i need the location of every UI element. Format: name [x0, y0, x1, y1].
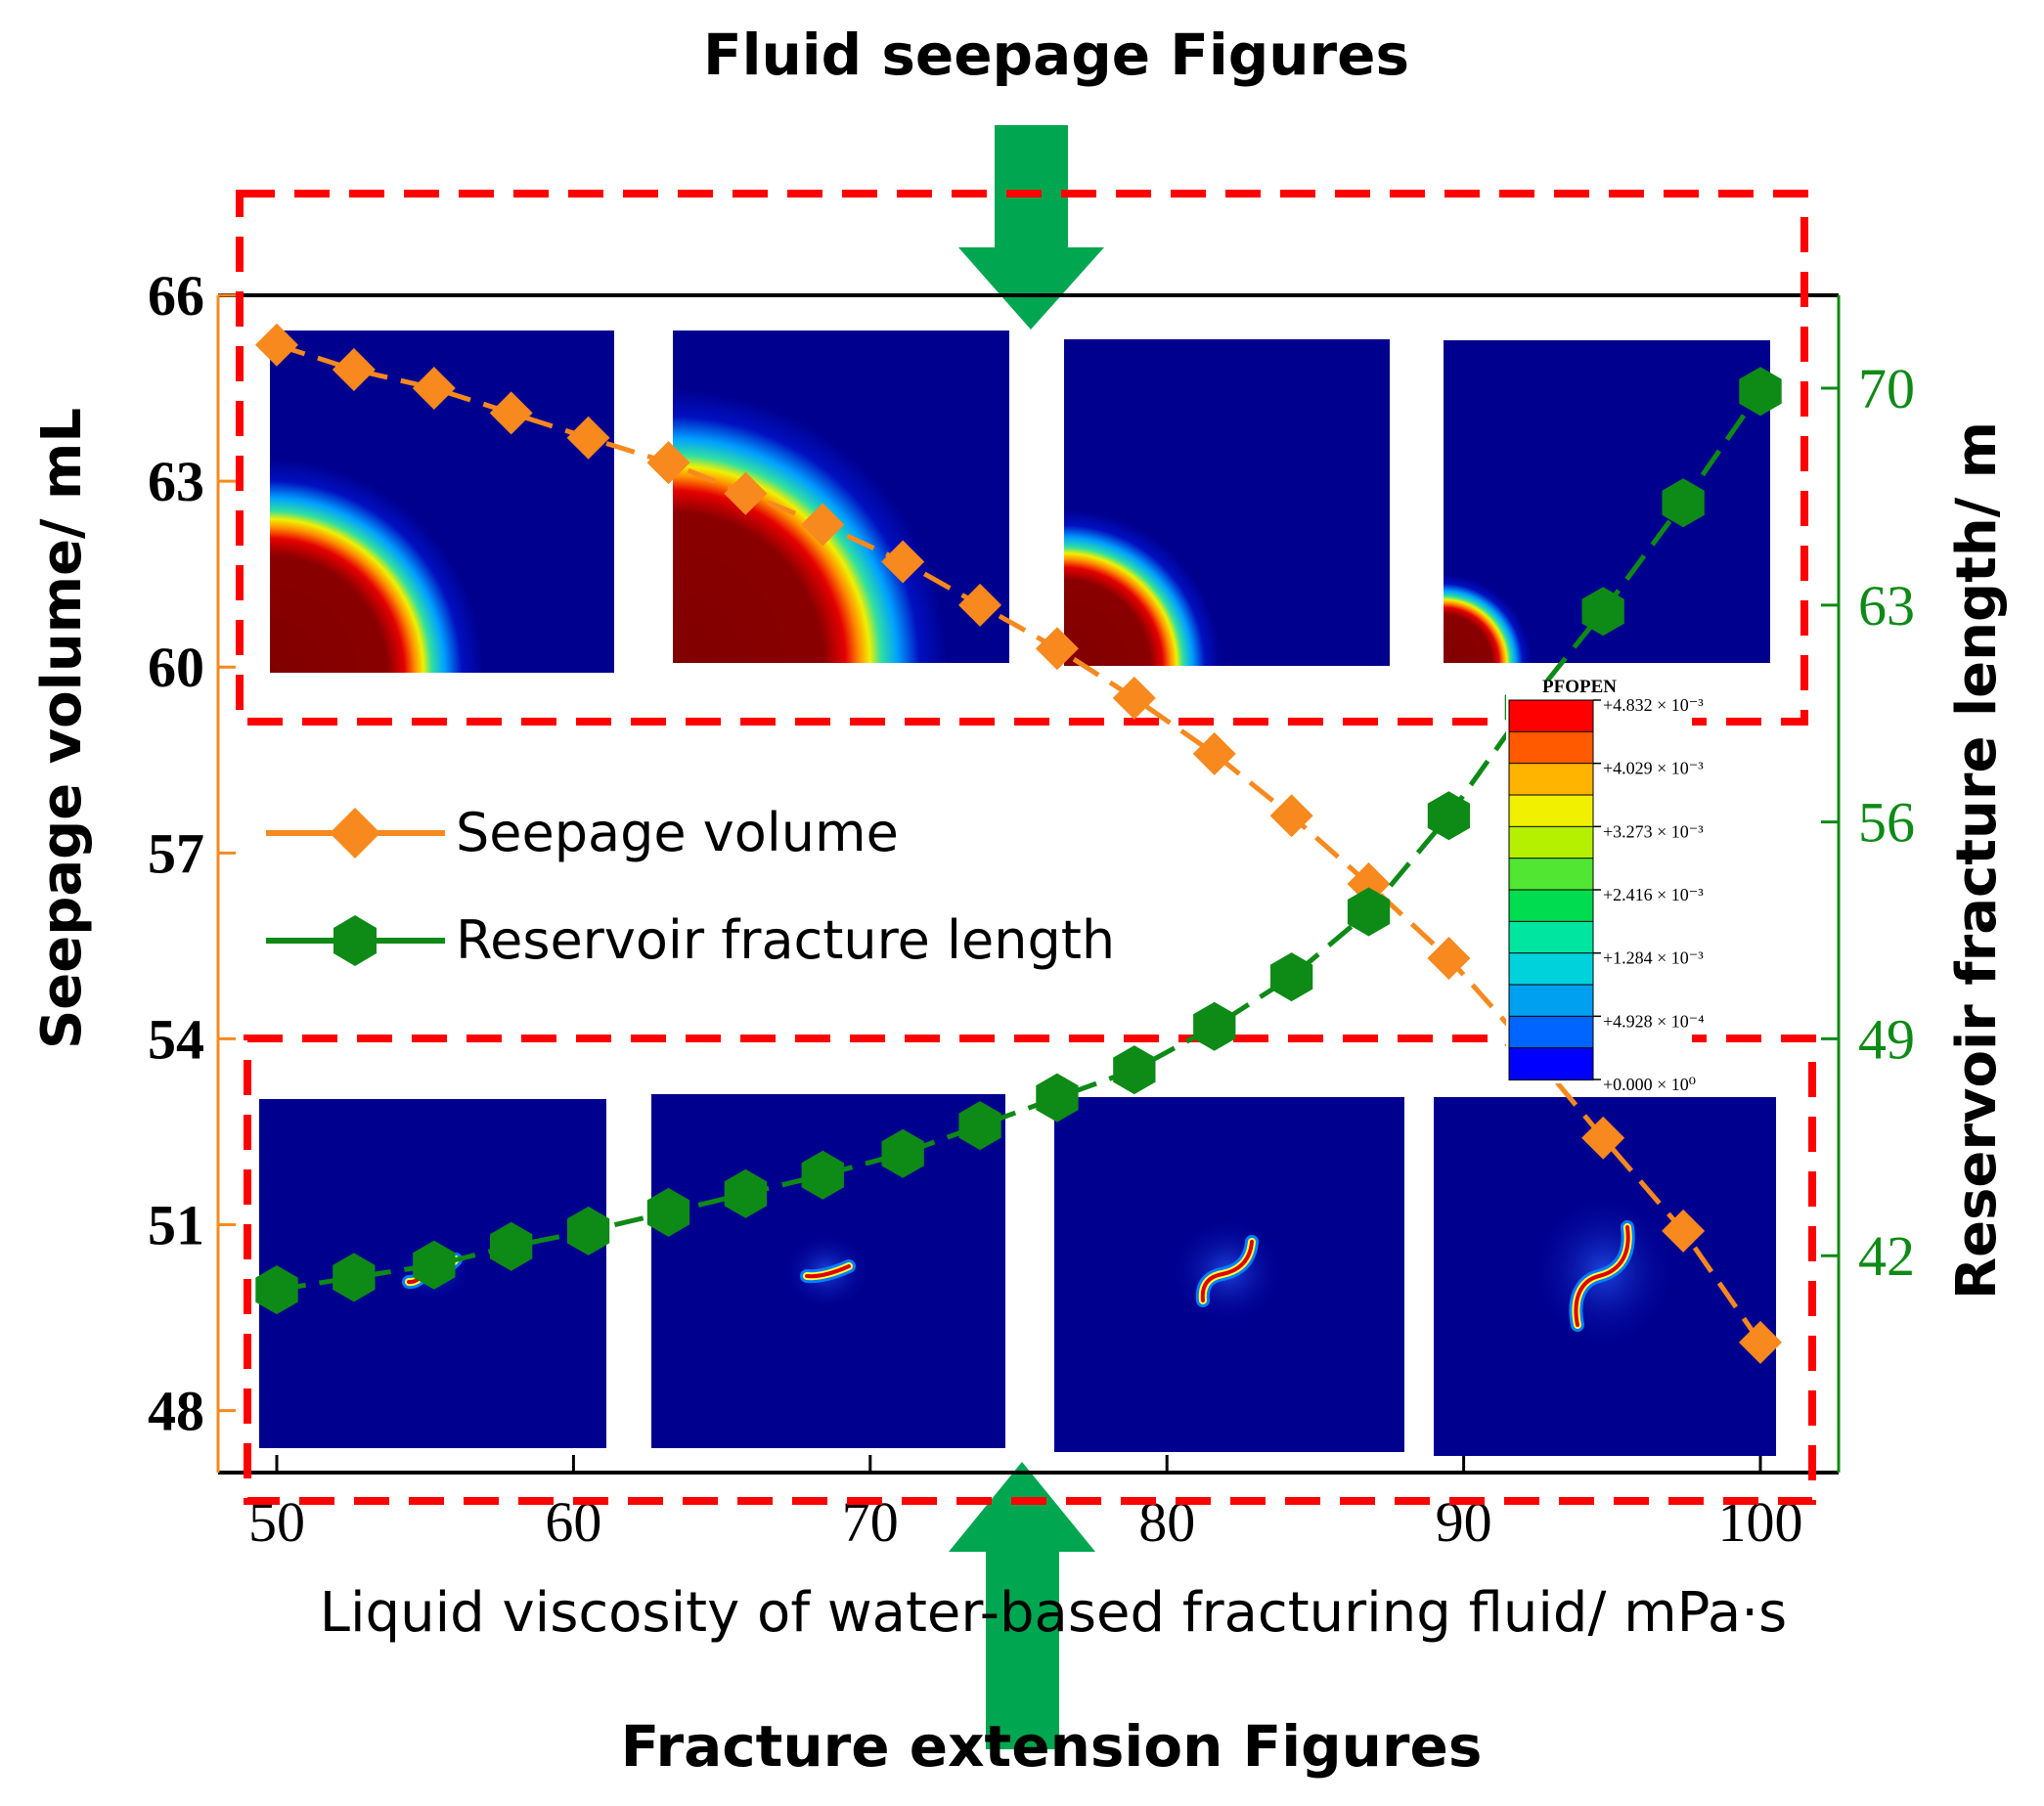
colorbar-cell [1508, 920, 1594, 954]
colorbar-label: +3.273 × 10⁻³ [1603, 821, 1704, 841]
colorbar-label: +2.416 × 10⁻³ [1603, 885, 1704, 904]
colorbar-cell [1508, 699, 1594, 733]
left-tick-label: 57 [148, 821, 204, 885]
right-tick-label: 63 [1858, 574, 1915, 638]
fracture-point [724, 1168, 767, 1218]
fracture-point [413, 1240, 456, 1290]
colorbar-cell [1508, 1047, 1594, 1080]
seepage-point [1581, 1116, 1625, 1160]
seepage-panel-3 [1064, 339, 1390, 666]
seepage-point [1192, 731, 1236, 775]
colorbar-cell [1508, 1015, 1594, 1049]
seepage-point [1269, 794, 1313, 838]
fracture-point [255, 1265, 298, 1315]
colorbar-cell [1508, 763, 1594, 797]
colorbar-cell [1508, 794, 1594, 828]
colorbar-label: +0.000 × 10⁰ [1603, 1075, 1696, 1094]
colorbar-label: +4.832 × 10⁻³ [1603, 695, 1704, 715]
seepage-box [236, 190, 1808, 726]
colorbar-cell [1508, 952, 1594, 987]
right-tick-label: 56 [1858, 791, 1915, 855]
left-tick-label: 63 [148, 450, 204, 513]
colorbar-title: PFOPEN [1542, 677, 1617, 697]
legend-label-seepage: Seepage volume [456, 802, 899, 863]
seepage-point [566, 416, 610, 460]
seepage-point [881, 540, 925, 584]
legend-item-seepage: Seepage volume [266, 802, 899, 863]
top-annotation: Fluid seepage Figures [703, 22, 1409, 88]
x-axis-title: Liquid viscosity of water-based fracturi… [320, 1581, 1787, 1645]
bottom-annotation: Fracture extension Figures [621, 1713, 1483, 1780]
right-y-axis: 42 49 56 63 70 [1821, 295, 1915, 1473]
fracture-point [566, 1206, 610, 1255]
seepage-point [1739, 1320, 1782, 1364]
seepage-panels [270, 330, 1770, 673]
fracture-point [1113, 1045, 1156, 1095]
left-tick-label: 66 [148, 264, 204, 328]
colorbar-label: +1.284 × 10⁻³ [1603, 948, 1704, 968]
left-tick-label: 60 [148, 636, 204, 699]
fracture-point [1739, 367, 1782, 417]
colorbar: PFOPEN +4.832 × 10⁻³ +4.029 × 10⁻³ +3.273 … [1506, 677, 1705, 1094]
seepage-point [1035, 627, 1079, 671]
fracture-point [1193, 1001, 1236, 1051]
seepage-panel-2 [673, 330, 1009, 663]
seepage-point [1662, 1209, 1706, 1253]
colorbar-cell [1508, 825, 1594, 859]
seepage-point [412, 367, 456, 411]
colorbar-label: +4.928 × 10⁻⁴ [1603, 1011, 1705, 1031]
fracture-point [801, 1150, 844, 1200]
fracture-point [958, 1101, 1001, 1151]
right-tick-label: 49 [1858, 1007, 1915, 1071]
colorbar-label: +4.029 × 10⁻³ [1603, 759, 1704, 778]
legend-hexagon-marker [333, 915, 377, 966]
legend-diamond-marker [330, 808, 380, 859]
bottom-arrow [949, 1462, 1095, 1749]
legend-item-fracture: Reservoir fracture length [266, 909, 1115, 971]
colorbar-cell [1508, 858, 1594, 892]
seepage-point [1112, 676, 1156, 720]
seepage-point [958, 583, 1002, 627]
left-axis-title: Seepage volume/ mL [30, 408, 94, 1049]
series-fracture [255, 367, 1782, 1315]
fracture-point [333, 1253, 376, 1302]
fracture-panel-3 [1054, 1097, 1404, 1452]
colorbar-cell [1508, 889, 1594, 923]
fracture-point [1427, 791, 1471, 841]
fracture-point [1036, 1073, 1079, 1123]
left-tick-label: 54 [148, 1007, 204, 1071]
fracture-point [1581, 587, 1624, 637]
right-tick-label: 42 [1858, 1224, 1915, 1288]
left-tick-label: 48 [148, 1380, 204, 1443]
right-tick-label: 70 [1858, 357, 1915, 420]
fracture-point [1347, 887, 1391, 937]
seepage-point [1427, 937, 1471, 981]
fracture-box [244, 1035, 1816, 1505]
right-axis-title: Reservoir fracture length/ m [1945, 421, 2009, 1299]
fracture-point [1662, 478, 1705, 528]
fracture-panels [259, 1094, 1776, 1456]
left-y-axis: 48 51 54 57 60 63 66 [148, 264, 236, 1473]
seepage-point [332, 348, 376, 392]
left-tick-label: 51 [148, 1194, 204, 1257]
seepage-point [724, 471, 768, 515]
legend-label-fracture: Reservoir fracture length [456, 909, 1115, 971]
fracture-point [646, 1187, 690, 1237]
colorbar-labels: +4.832 × 10⁻³ +4.029 × 10⁻³ +3.273 × 10⁻³ +… [1593, 695, 1705, 1094]
legend: Seepage volume Reservoir fracture length [266, 802, 1115, 971]
seepage-point [489, 391, 533, 435]
fracture-point [881, 1128, 924, 1178]
fracture-panel-2 [651, 1094, 1005, 1448]
series-layer [255, 323, 1782, 1364]
colorbar-cells [1508, 699, 1594, 1080]
colorbar-cell [1508, 984, 1594, 1018]
seepage-point [255, 323, 298, 367]
seepage-point [801, 503, 845, 547]
seepage-point [646, 441, 690, 485]
fracture-point [490, 1221, 533, 1271]
top-arrow [958, 125, 1104, 330]
colorbar-cell [1508, 730, 1594, 765]
fracture-point [1270, 952, 1313, 1002]
